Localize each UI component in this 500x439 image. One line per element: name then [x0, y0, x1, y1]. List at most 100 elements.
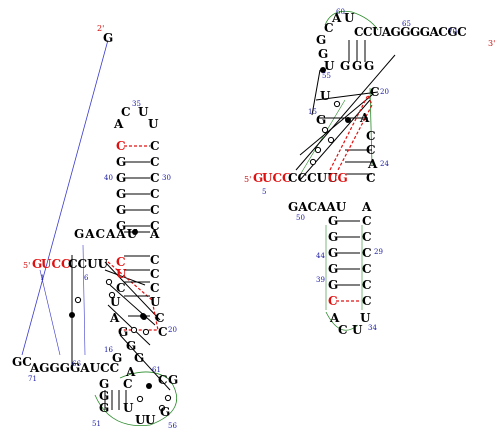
right-num-24: 24 — [380, 160, 389, 168]
right-stem-l1: G — [328, 214, 338, 228]
left-open-6 — [158, 404, 166, 412]
right-stem-l5: G — [328, 278, 338, 292]
svg-text:G: G — [99, 377, 109, 391]
svg-text:G: G — [126, 339, 136, 353]
left-open-1 — [105, 278, 113, 286]
left-stem-l1: G — [116, 155, 126, 169]
right-gacaau: GACAAU — [288, 200, 347, 214]
right-red-seq: UCC — [262, 171, 292, 185]
left-stem-r3: C — [150, 187, 160, 201]
right-structure: 60 A U C CCUAGGGGACGC 3' 65 70 G G U G G… — [244, 8, 495, 337]
right-filled-2 — [345, 117, 351, 123]
svg-text:G: G — [99, 389, 109, 403]
left-cross-3 — [107, 304, 151, 346]
right-u2: U — [320, 89, 331, 103]
left-stem-l2: G — [116, 171, 126, 185]
left-structure: 2' G A C U U 35 C G G G G G C C C C C C … — [12, 24, 178, 430]
left-gu-pair-dot — [132, 229, 138, 235]
left-stem-l3: G — [116, 187, 126, 201]
right-three-prime: 3' — [488, 39, 495, 48]
right-top-seq: CCUAGGGGACGC — [354, 25, 466, 39]
left-lower-column: C C U C C C U U A C G C G G G A — [109, 253, 168, 379]
right-top-C: C — [324, 21, 334, 35]
right-u: U — [324, 59, 335, 73]
right-num-55: 55 — [322, 72, 331, 80]
svg-text:C: C — [116, 255, 126, 269]
left-knot-circle — [74, 296, 82, 304]
right-c-c: C — [366, 143, 376, 157]
right-loop-backbone — [325, 311, 359, 331]
right-g1: G — [316, 33, 326, 47]
svg-text:A: A — [109, 311, 120, 325]
left-tail: AGGGGAUCC — [29, 361, 119, 375]
right-stem-l3: G — [328, 246, 338, 260]
svg-text:C: C — [116, 281, 126, 295]
left-helper-line — [21, 39, 109, 356]
right-num-60: 60 — [336, 8, 345, 16]
left-num-35: 35 — [132, 100, 141, 108]
left-num-1: 1 — [40, 274, 44, 282]
right-stem-l6: C — [328, 294, 338, 308]
right-num-65: 65 — [402, 20, 411, 28]
right-loop-U1: U — [352, 323, 363, 337]
right-c-b: C — [366, 129, 376, 143]
left-stem-r5: C — [150, 219, 160, 233]
left-num-61: 61 — [152, 366, 161, 374]
right-loop-A: A — [329, 311, 340, 325]
svg-text:G: G — [112, 351, 122, 365]
svg-text:G: G — [160, 405, 170, 419]
left-stem-l0: C — [116, 139, 126, 153]
svg-text:C: C — [123, 377, 133, 391]
left-cross-5 — [119, 334, 171, 391]
right-knot-line-6 — [299, 99, 371, 181]
left-five-prime: 5' — [23, 261, 30, 270]
left-stem-r0: C — [150, 139, 160, 153]
right-red-dashed — [329, 93, 373, 171]
right-stem-l4: G — [328, 262, 338, 276]
right-open-2 — [321, 126, 329, 134]
left-bottom-backbone — [94, 371, 178, 427]
right-c-d: C — [366, 171, 376, 185]
right-head-g: G — [253, 171, 263, 185]
svg-text:U: U — [145, 413, 156, 427]
right-knot-line-3 — [315, 91, 379, 101]
right-open-3 — [314, 146, 322, 154]
right-num-70: 70 — [448, 28, 457, 36]
svg-text:C: C — [158, 373, 168, 387]
svg-text:C: C — [150, 253, 160, 267]
right-num-29: 29 — [374, 248, 383, 256]
left-helper-line-3 — [82, 244, 86, 356]
svg-text:G: G — [99, 401, 109, 415]
right-g3: G — [340, 59, 350, 73]
left-open-3 — [130, 326, 138, 334]
svg-text:G: G — [134, 351, 144, 365]
right-num-34: 34 — [368, 324, 377, 332]
svg-text:U: U — [123, 401, 134, 415]
right-open-1 — [333, 100, 341, 108]
right-num-5: 5 — [262, 188, 266, 196]
left-open-4 — [142, 328, 150, 336]
right-num-15: 15 — [308, 108, 317, 116]
right-stem-r1: C — [362, 214, 372, 228]
left-stem-r1: C — [150, 155, 160, 169]
left-bottom-helix: G G G C U U U G G C — [99, 373, 178, 427]
left-open-2 — [108, 291, 116, 299]
left-stem-pairs — [124, 161, 150, 297]
right-stem-top-A: A — [361, 200, 372, 214]
right-num-39: 39 — [316, 276, 325, 284]
left-tail-seq: CCUU — [68, 257, 109, 271]
right-top-U: U — [344, 11, 355, 25]
right-open-5 — [327, 136, 335, 144]
left-num-20: 20 — [168, 326, 177, 334]
left-num-30: 30 — [162, 174, 171, 182]
left-stem-r6: A — [149, 227, 160, 241]
right-c20: C — [370, 85, 380, 99]
right-stem-r4: C — [362, 262, 372, 276]
right-top-A: A — [331, 11, 342, 25]
left-red-seq: UCC — [41, 257, 71, 271]
svg-text:U: U — [110, 295, 121, 309]
right-knot-line-1 — [311, 69, 321, 116]
right-stem-pairs — [336, 220, 360, 286]
right-loop-U2: U — [360, 311, 371, 325]
